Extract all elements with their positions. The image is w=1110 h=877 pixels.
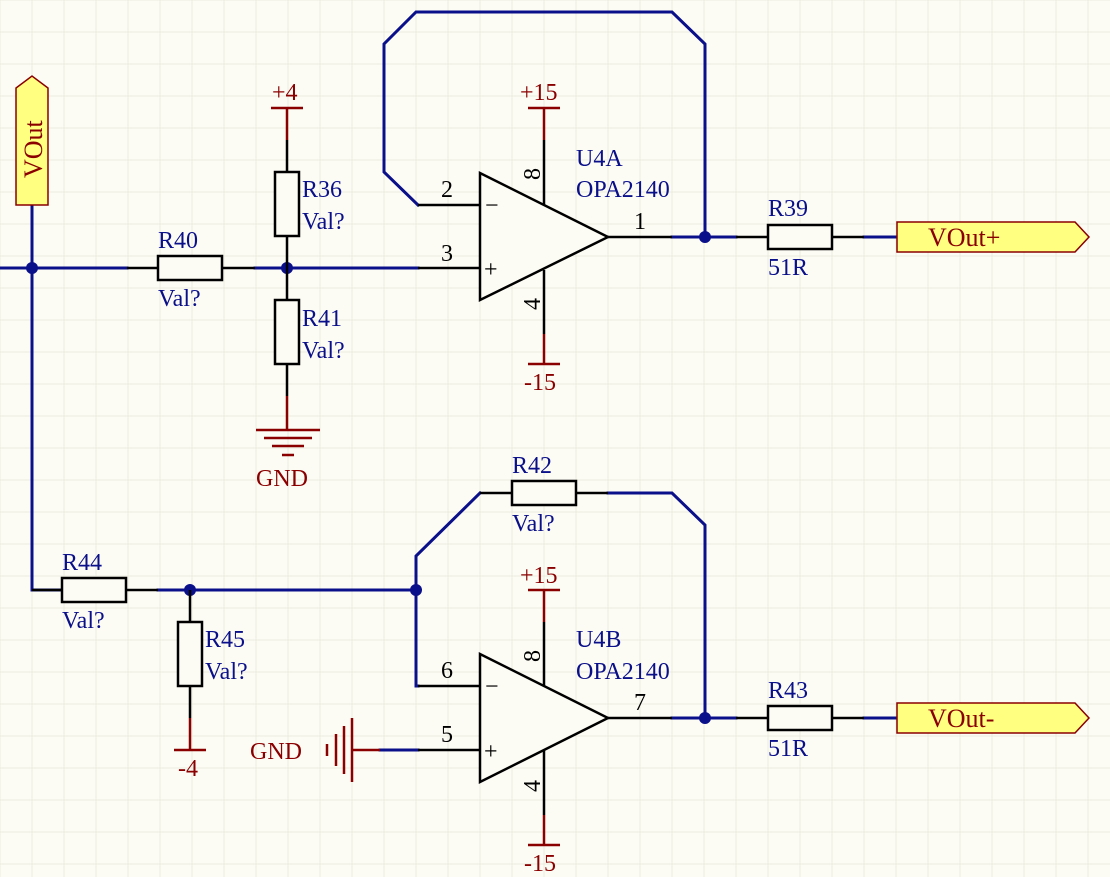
r45-designator: R45 xyxy=(205,627,245,653)
power-label-u4b-minus15: -15 xyxy=(524,851,556,877)
u4b-minus-symbol: − xyxy=(485,674,499,700)
power-port-minus4[interactable]: -4 xyxy=(174,718,206,782)
power-label-minus4: -4 xyxy=(178,756,198,782)
r36-value: Val? xyxy=(302,209,345,235)
gnd-symbol-top[interactable]: GND xyxy=(256,396,320,492)
power-label-u4a-plus15: +15 xyxy=(520,80,558,106)
gnd-label-top: GND xyxy=(256,466,308,492)
wire-r42-right xyxy=(606,491,707,720)
junction-dot xyxy=(699,712,711,724)
u4a-designator: U4A xyxy=(576,146,623,172)
wire-u4b-inv xyxy=(414,588,420,688)
u4b-pin-4: 4 xyxy=(520,780,546,792)
junction-dot xyxy=(699,231,711,243)
power-port-u4b-minus15[interactable]: -15 xyxy=(524,815,560,877)
opamp-u4b[interactable]: − + 6 5 7 8 4 U4B OPA2140 xyxy=(418,622,672,815)
r39-designator: R39 xyxy=(768,196,808,222)
gnd-label-bottom: GND xyxy=(250,739,302,765)
r43-designator: R43 xyxy=(768,678,808,704)
opamp-u4a[interactable]: − + 2 3 1 8 4 U4A OPA2140 xyxy=(418,140,672,334)
power-label-u4a-minus15: -15 xyxy=(524,370,556,396)
u4a-pin-3: 3 xyxy=(441,241,453,267)
junction-dot xyxy=(26,262,38,274)
resistor-r41[interactable]: R41 Val? xyxy=(273,268,345,396)
u4b-part: OPA2140 xyxy=(576,659,670,685)
u4a-pin-1: 1 xyxy=(634,209,646,235)
u4a-plus-symbol: + xyxy=(484,257,498,283)
u4b-pin-8: 8 xyxy=(520,650,546,662)
resistor-r45[interactable]: R45 Val? xyxy=(176,590,248,718)
wire-u4a-feedback xyxy=(382,10,707,239)
u4a-pin-8: 8 xyxy=(520,168,546,180)
r44-value: Val? xyxy=(62,608,105,634)
resistor-r44[interactable]: R44 Val? xyxy=(32,550,158,634)
u4b-pin-6: 6 xyxy=(441,658,453,684)
r40-value: Val? xyxy=(158,286,201,312)
resistor-r39[interactable]: R39 51R xyxy=(736,196,864,281)
port-label: VOut+ xyxy=(928,223,1000,252)
power-label-plus4: +4 xyxy=(272,80,298,106)
r40-designator: R40 xyxy=(158,228,198,254)
gnd-symbol-bottom[interactable]: GND xyxy=(250,718,380,782)
u4a-minus-symbol: − xyxy=(485,193,499,219)
power-label-u4b-plus15: +15 xyxy=(520,563,558,589)
r42-value: Val? xyxy=(512,511,555,537)
power-port-plus4[interactable]: +4 xyxy=(271,80,303,140)
u4b-designator: U4B xyxy=(576,627,621,653)
power-port-u4a-minus15[interactable]: -15 xyxy=(524,334,560,396)
power-port-u4a-plus15[interactable]: +15 xyxy=(520,80,560,140)
r39-value: 51R xyxy=(768,255,808,281)
wire-vout-bus xyxy=(30,203,64,592)
r45-value: Val? xyxy=(205,659,248,685)
u4a-part: OPA2140 xyxy=(576,177,670,203)
port-label: VOut- xyxy=(928,704,994,733)
u4a-pin-4: 4 xyxy=(520,298,546,310)
r44-designator: R44 xyxy=(62,550,102,576)
u4b-plus-symbol: + xyxy=(484,739,498,765)
wire-r42-left xyxy=(414,490,483,592)
junction-dot xyxy=(410,584,422,596)
port-vout-minus[interactable]: VOut- xyxy=(896,702,1091,734)
r41-value: Val? xyxy=(302,338,345,364)
r43-value: 51R xyxy=(768,736,808,762)
r36-designator: R36 xyxy=(302,177,342,203)
resistor-r36[interactable]: R36 Val? xyxy=(273,140,345,268)
port-vout-plus[interactable]: VOut+ xyxy=(896,221,1091,253)
u4b-pin-5: 5 xyxy=(441,722,453,748)
power-port-u4b-plus15[interactable]: +15 xyxy=(520,563,560,622)
u4a-pin-2: 2 xyxy=(441,177,453,203)
resistor-r43[interactable]: R43 51R xyxy=(736,678,864,762)
port-vout-input[interactable]: VOut xyxy=(15,75,49,206)
resistor-r40[interactable]: R40 Val? xyxy=(127,228,255,312)
r42-designator: R42 xyxy=(512,453,552,479)
resistor-r42[interactable]: R42 Val? xyxy=(480,453,608,537)
u4b-pin-7: 7 xyxy=(634,690,646,716)
port-label: VOut xyxy=(19,119,48,178)
r41-designator: R41 xyxy=(302,306,342,332)
